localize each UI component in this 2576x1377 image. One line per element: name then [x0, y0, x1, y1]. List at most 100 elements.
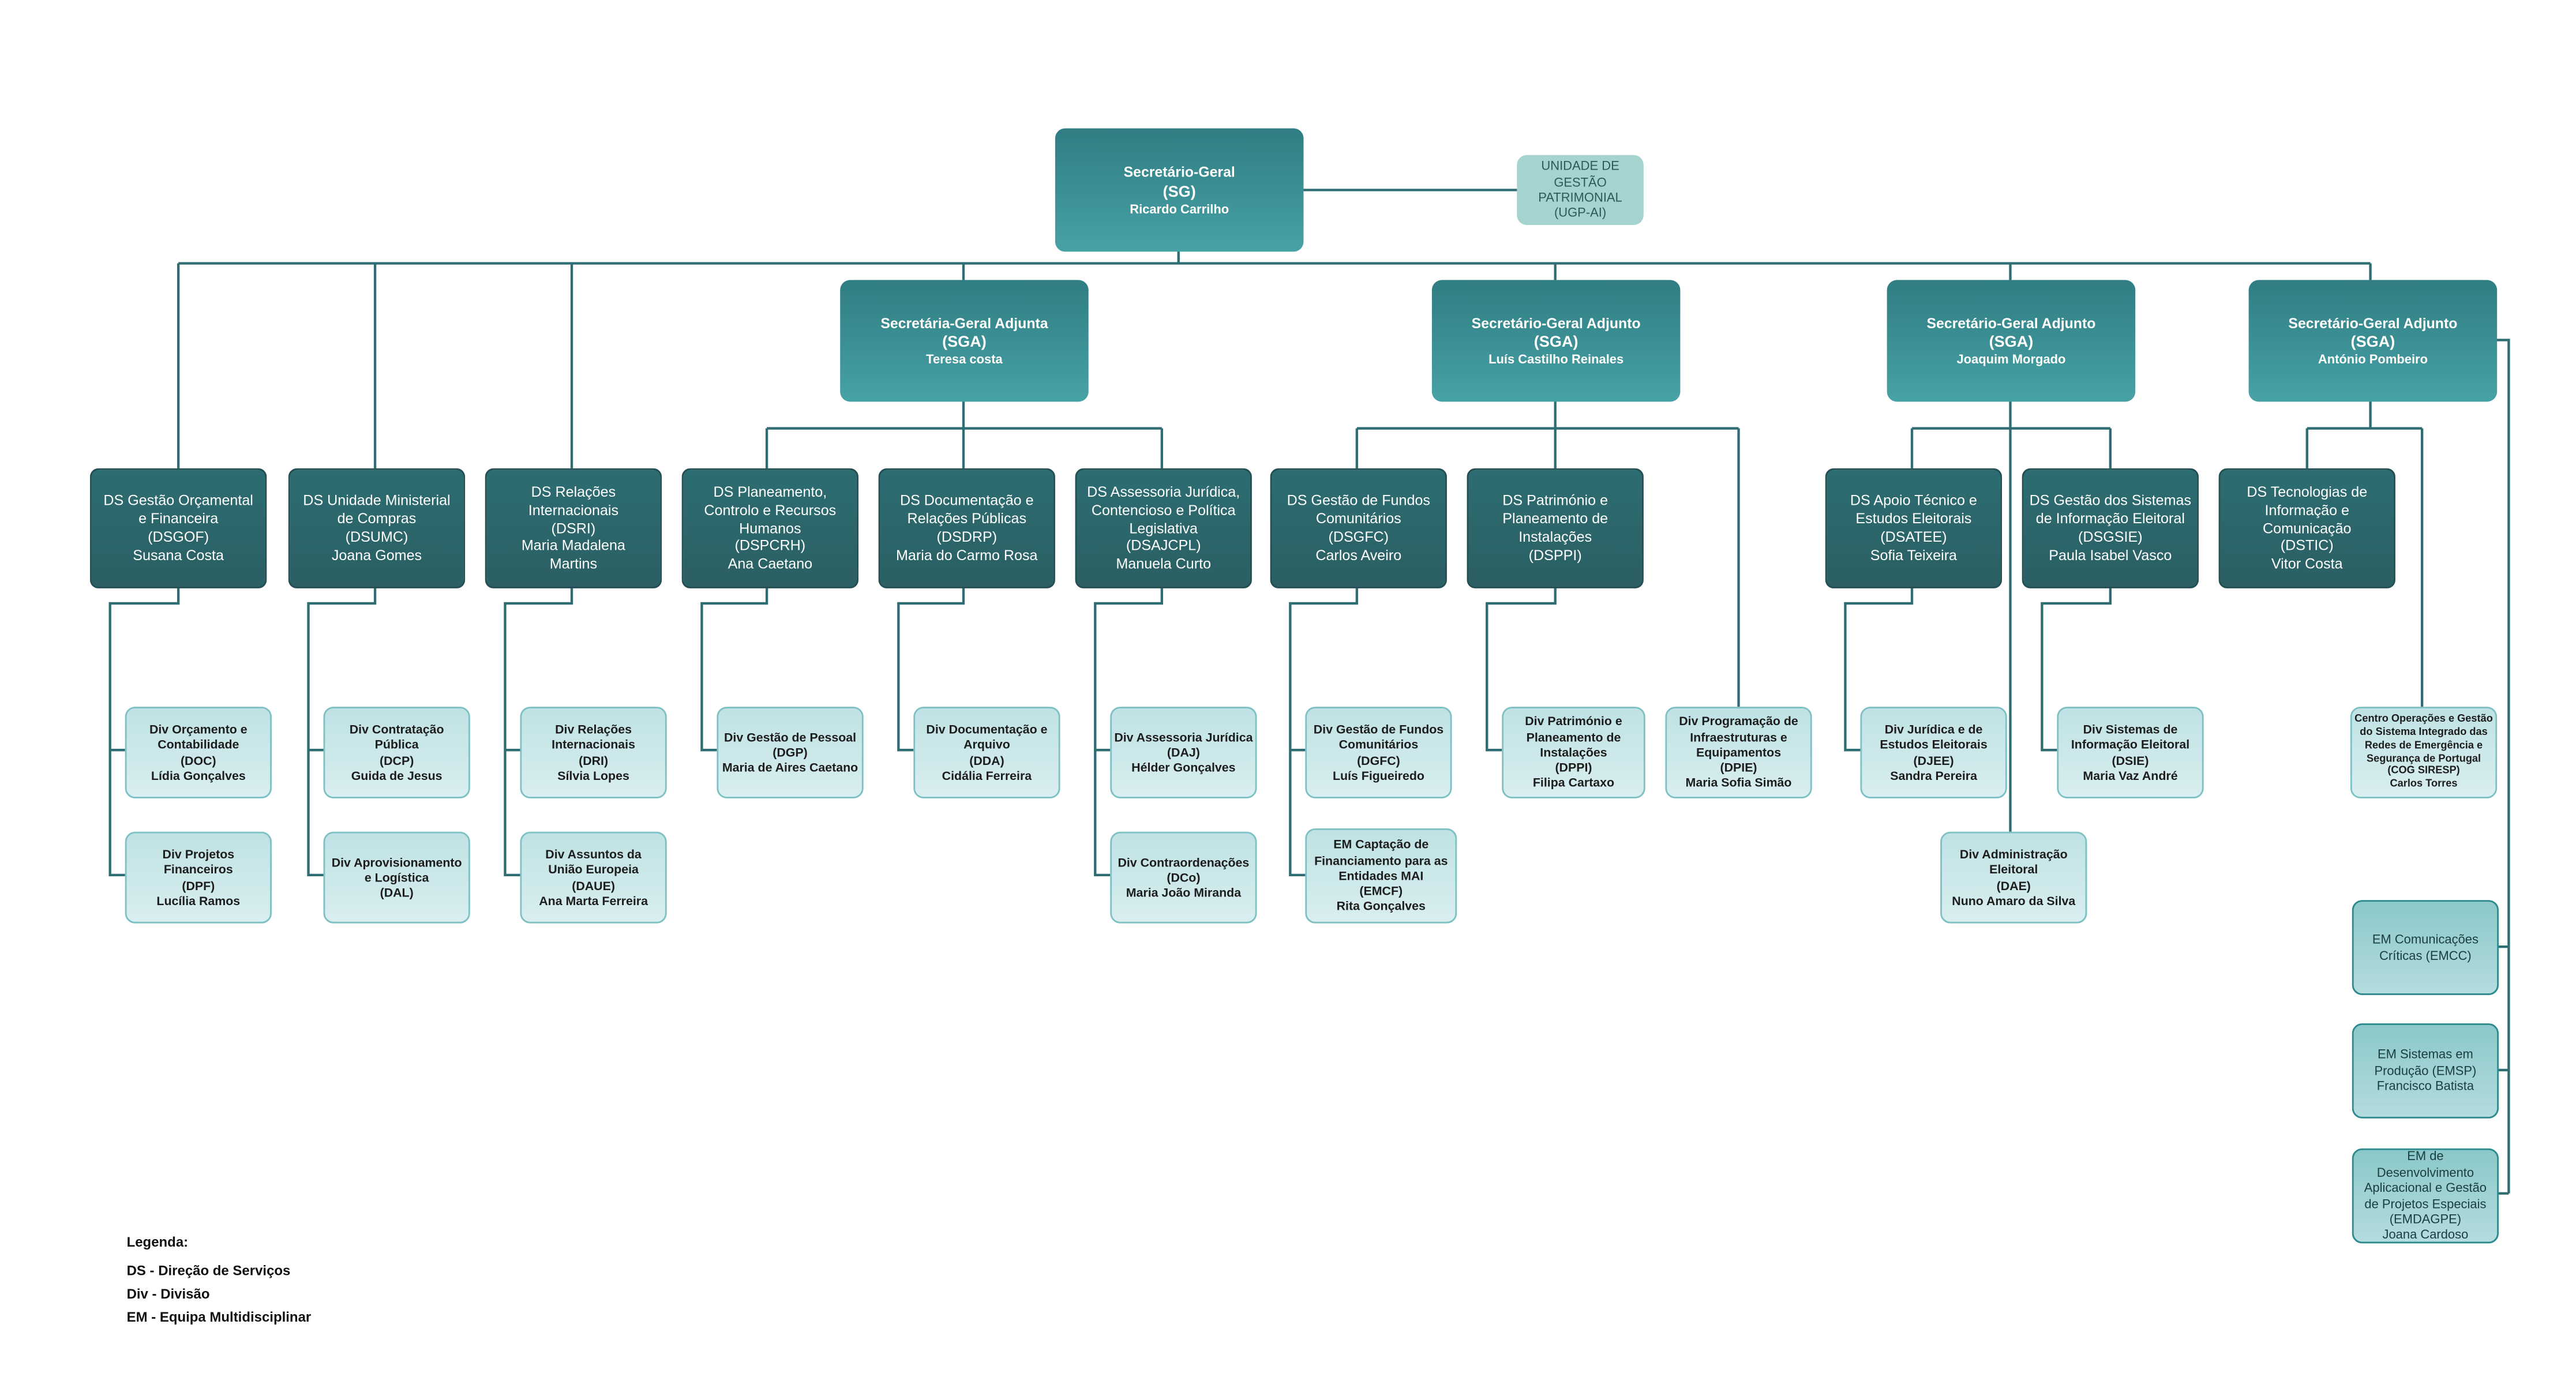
ds-box-dsajcpl: DS Assessoria Jurídica, Contencioso e Po… — [1075, 468, 1252, 588]
connector-dsppi-divs — [1486, 587, 1557, 752]
connector-dspcrh-divs — [700, 587, 768, 752]
ds-line: Comunitários — [1315, 510, 1401, 527]
sga-name: Luís Castilho Reinales — [1488, 351, 1624, 367]
sga-box-joaquim-morgado: Secretário-Geral Adjunto (SGA) Joaquim M… — [1887, 280, 2136, 402]
div-line: Ana Marta Ferreira — [539, 892, 648, 908]
div-box-daue: Div Assuntos da União Europeia (DAUE) An… — [520, 831, 667, 924]
div-line: Div Programação de — [1679, 714, 1798, 729]
div-line: Centro Operações e Gestão — [2354, 713, 2493, 725]
connector-sga3-bus — [1910, 400, 2112, 832]
div-line: (DJEE) — [1913, 752, 1954, 768]
div-line: Planeamento de — [1526, 729, 1621, 745]
sga-box-luis-castilho-reinales: Secretário-Geral Adjunto (SGA) Luís Cast… — [1431, 280, 1681, 402]
div-line: (DCP) — [379, 752, 414, 768]
ds-line: (DSGSIE) — [2078, 528, 2143, 545]
div-line: (DRI) — [579, 752, 609, 768]
div-line: (DPIE) — [1720, 760, 1757, 775]
div-line: Informação Eleitoral — [2071, 737, 2190, 752]
em-line: Produção (EMSP) — [2374, 1063, 2477, 1078]
sga-abbrev: (SGA) — [1533, 332, 1578, 351]
em-box-emsp: EM Sistemas em Produção (EMSP) Francisco… — [2352, 1023, 2499, 1119]
div-box-dda: Div Documentação e Arquivo (DDA) Cidália… — [913, 707, 1060, 798]
em-line: de Projetos Especiais — [2364, 1196, 2487, 1211]
div-line: Div Jurídica e de — [1884, 722, 1983, 737]
ds-line: Contencioso e Política — [1091, 501, 1236, 518]
div-line: Div Relações — [555, 722, 632, 737]
div-line: (DCo) — [1167, 869, 1201, 885]
connector-sga1-bus — [765, 400, 1164, 468]
ds-line: Internacionais — [528, 501, 619, 518]
ds-line: (DSGOF) — [148, 528, 209, 545]
connector-sga4-bus — [2305, 400, 2424, 707]
ds-line: (DSAJCPL) — [1126, 537, 1201, 554]
sg-abbrev: (SG) — [1163, 181, 1196, 200]
div-line: Maria Sofia Simão — [1685, 775, 1792, 791]
div-box-dal: Div Aprovisionamento e Logística (DAL) — [323, 831, 470, 924]
div-box-daj: Div Assessoria Jurídica (DAJ) Hélder Gon… — [1110, 707, 1257, 798]
em-box-emcc: EM Comunicações Críticas (EMCC) — [2352, 900, 2499, 995]
ds-line: DS Património e — [1502, 492, 1608, 509]
sga-name: António Pombeiro — [2318, 351, 2428, 367]
div-box-dgfc: Div Gestão de Fundos Comunitários (DGFC)… — [1305, 707, 1452, 798]
connector-dsgsie-divs — [2041, 587, 2112, 752]
ds-line: Humanos — [739, 519, 801, 536]
ds-line: DS Gestão Orçamental — [103, 492, 253, 509]
em-box-emdagpe: EM de Desenvolvimento Aplicacional e Ges… — [2352, 1148, 2499, 1244]
ds-line: (DSTIC) — [2280, 537, 2334, 554]
div-line: Rita Gonçalves — [1336, 899, 1426, 914]
sga-title: Secretária-Geral Adjunta — [880, 314, 1048, 331]
ds-box-dspcrh: DS Planeamento, Controlo e Recursos Huma… — [681, 468, 858, 588]
ds-line: e Financeira — [138, 510, 219, 527]
em-line: Desenvolvimento — [2376, 1164, 2474, 1180]
ds-line: DS Planeamento, — [713, 483, 827, 500]
div-box-dcp: Div Contratação Pública (DCP) Guida de J… — [323, 707, 470, 798]
sga-abbrev: (SGA) — [942, 332, 987, 351]
ds-line: Controlo e Recursos — [704, 501, 837, 518]
ds-line: DS Documentação e — [899, 492, 1034, 509]
div-line: Div Gestão de Pessoal — [723, 729, 857, 745]
div-box-dppi: Div Património e Planeamento de Instalaç… — [1502, 707, 1645, 798]
ds-line: DS Unidade Ministerial — [303, 492, 451, 509]
div-line: e Logística — [364, 869, 429, 885]
ds-line: Sofia Teixeira — [1870, 546, 1958, 564]
ds-line: (DSGFC) — [1328, 528, 1389, 545]
sga-title: Secretário-Geral Adjunto — [2288, 314, 2458, 331]
div-box-doc: Div Orçamento e Contabilidade (DOC) Lídi… — [125, 707, 272, 798]
div-box-dco: Div Contraordenações (DCo) Maria João Mi… — [1110, 831, 1257, 924]
div-box-cog-siresp: Centro Operações e Gestão do Sistema Int… — [2350, 707, 2498, 798]
div-line: Sílvia Lopes — [557, 768, 629, 783]
sga-box-teresa-costa: Secretária-Geral Adjunta (SGA) Teresa co… — [840, 280, 1089, 402]
ds-line: Informação e — [2264, 501, 2350, 518]
div-line: do Sistema Integrado das — [2360, 726, 2488, 738]
ugp-line: (UGP-AI) — [1554, 205, 1607, 221]
div-box-dae: Div Administração Eleitoral (DAE) Nuno A… — [1940, 831, 2087, 924]
div-line: Div Sistemas de — [2083, 722, 2178, 737]
ds-line: DS Tecnologias de — [2247, 483, 2368, 500]
em-line: Aplicacional e Gestão — [2364, 1180, 2487, 1195]
ds-line: Manuela Curto — [1116, 556, 1212, 572]
connector-sg-to-direct-ds — [177, 263, 573, 468]
ds-line: Vitor Costa — [2271, 556, 2343, 572]
connector-sg-to-sga — [962, 263, 2372, 280]
legend-item-div: Div - Divisão — [126, 1285, 210, 1302]
legend-item-ds: DS - Direção de Serviços — [126, 1262, 291, 1279]
em-line: EM de — [2407, 1148, 2444, 1164]
div-box-dpie: Div Programação de Infraestruturas e Equ… — [1665, 707, 1812, 798]
div-line: Div Assuntos da — [545, 846, 642, 862]
connector-dsgof-divs — [108, 587, 180, 877]
ds-box-dsgfc: DS Gestão de Fundos Comunitários (DSGFC)… — [1270, 468, 1447, 588]
div-line: (DAJ) — [1167, 745, 1200, 760]
ds-box-dsri: DS Relações Internacionais (DSRI) Maria … — [485, 468, 662, 588]
div-line: Div Contraordenações — [1118, 854, 1250, 870]
div-line: (DPPI) — [1555, 760, 1592, 775]
sg-box: Secretário-Geral (SG) Ricardo Carrilho — [1055, 128, 1304, 252]
ds-box-dsatee: DS Apoio Técnico e Estudos Eleitorais (D… — [1825, 468, 2003, 588]
ds-box-dsumc: DS Unidade Ministerial de Compras (DSUMC… — [288, 468, 466, 588]
div-line: (DGP) — [773, 745, 808, 760]
ugp-line: GESTÃO — [1554, 174, 1607, 189]
connector-sga4-em-spine — [2495, 339, 2510, 1195]
ugp-box: UNIDADE DE GESTÃO PATRIMONIAL (UGP-AI) — [1517, 155, 1644, 226]
div-box-dri: Div Relações Internacionais (DRI) Sílvia… — [520, 707, 667, 798]
connector-dsri-divs — [504, 587, 573, 877]
ds-line: (DSPCRH) — [734, 537, 806, 554]
